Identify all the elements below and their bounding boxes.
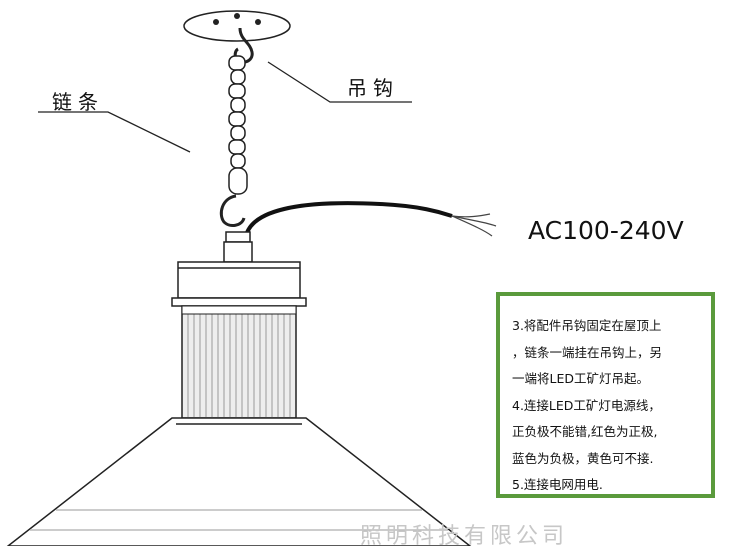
heat-sink — [181, 305, 297, 419]
instruction-line: 蓝色为负极，黄色可不接. — [512, 450, 654, 466]
chain — [228, 55, 248, 195]
hook-leader-line — [267, 61, 412, 103]
instruction-line: 一端将LED工矿灯吊起。 — [512, 371, 649, 386]
instruction-line: ，链条一端挂在吊钩上，另 — [512, 344, 663, 360]
ceiling-plate — [183, 10, 291, 42]
driver-housing — [171, 261, 307, 307]
chain-label: 链条 — [52, 90, 104, 114]
hook — [233, 27, 254, 64]
instruction-line: 5.连接电网用电. — [512, 477, 603, 492]
cable-wires — [451, 213, 497, 237]
voltage-label: AC100-240V — [528, 216, 684, 245]
instruction-panel: 3.将配件吊钩固定在屋顶上 ，链条一端挂在吊钩上，另 一端将LED工矿灯吊起。 … — [496, 292, 715, 498]
instruction-line: 正负极不能错,红色为正极, — [512, 424, 658, 439]
lamp-hook-ring — [219, 194, 246, 227]
reflector-shade — [6, 417, 472, 546]
instruction-line: 4.连接LED工矿灯电源线， — [512, 397, 661, 413]
instruction-line: 3.将配件吊钩固定在屋顶上 — [512, 318, 662, 333]
power-cable — [244, 201, 453, 237]
chain-leader-line — [38, 111, 191, 153]
lamp-neck — [223, 231, 253, 263]
hook-label: 吊钩 — [347, 76, 399, 100]
watermark: 照明科技有限公司 — [360, 524, 569, 549]
